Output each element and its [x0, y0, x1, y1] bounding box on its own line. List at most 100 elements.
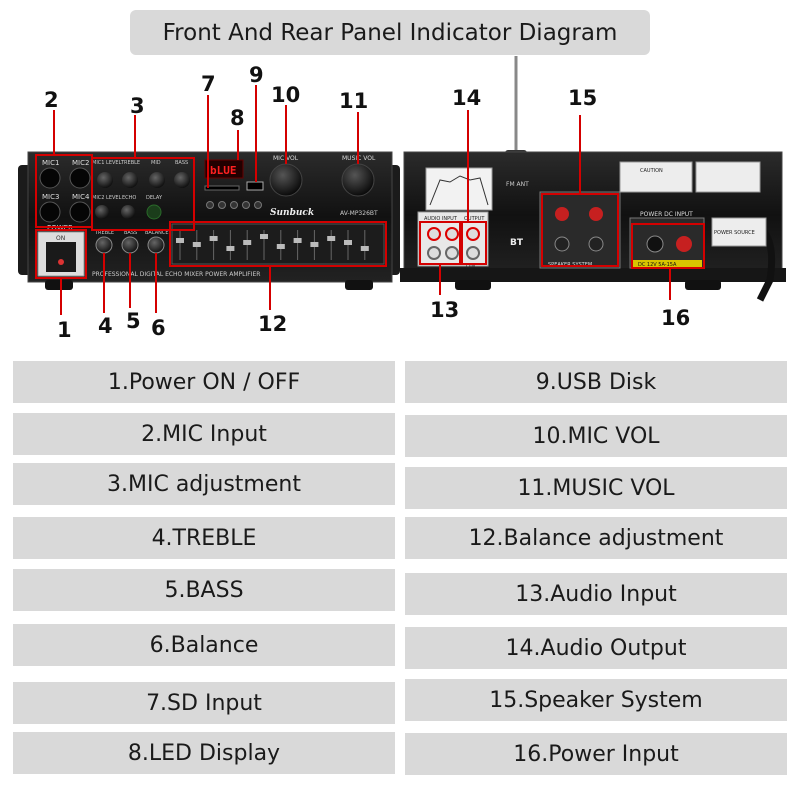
power-on-label: ON [56, 235, 65, 242]
audio-input-label: AUDIO INPUT [424, 216, 458, 222]
callout-number-6: 6 [151, 316, 166, 340]
eq-slider-knob [276, 244, 285, 249]
power-source-sticker [711, 217, 767, 247]
eq-slider-knob [243, 240, 252, 245]
tone-knobs: TREBLE BASS BALANCE [94, 230, 169, 254]
callout-box-3 [91, 157, 195, 231]
callout-number-1: 1 [57, 318, 72, 342]
output-label: OUTPUT [464, 216, 485, 222]
caution-sticker-2 [695, 161, 761, 193]
callout-number-7: 7 [201, 72, 216, 96]
mic1-label: MIC1 [42, 159, 59, 167]
caution-label: CAUTION [640, 168, 663, 174]
legend-item: 13.Audio Input [405, 573, 787, 615]
transport-buttons [206, 201, 262, 209]
legend-item: 10.MIC VOL [405, 415, 787, 457]
spec-graph-sticker [425, 167, 493, 211]
fm-ant-label: FM ANT [506, 181, 529, 188]
callout-number-4: 4 [98, 314, 113, 338]
legend-item: 4.TREBLE [13, 517, 395, 559]
front-foot [345, 280, 373, 290]
legend-item: 3.MIC adjustment [13, 463, 395, 505]
callout-number-8: 8 [230, 106, 245, 130]
eq-slider-knob [327, 236, 336, 241]
knob-label: ECHO [122, 195, 136, 201]
eq-slider-bank [171, 223, 385, 265]
callout-annotations [35, 85, 705, 315]
knob-label: MID [151, 160, 161, 166]
legend-item: 6.Balance [13, 624, 395, 666]
mic4-label: MIC4 [72, 193, 90, 201]
legend-item: 2.MIC Input [13, 413, 395, 455]
eq-slider-knob [192, 242, 201, 247]
audio-io-block: AUDIO INPUT OUTPUT LINE [417, 211, 489, 269]
legend-item: 12.Balance adjustment [405, 517, 787, 559]
eq-slider-knob [293, 238, 302, 243]
mic-adjust-knobs: MIC1 LEVEL TREBLE MID BASS [92, 160, 190, 188]
callout-number-14: 14 [452, 86, 482, 110]
dc-input-block: POWER DC INPUT DC 12V 5A-15A [629, 211, 705, 269]
usb-port [246, 181, 264, 191]
echo-knobs: MIC2 LEVEL ECHO DELAY [92, 195, 163, 220]
legend-item: 8.LED Display [13, 732, 395, 774]
legend-item: 16.Power Input [405, 733, 787, 775]
callout-number-16: 16 [661, 306, 691, 330]
eq-slider-knob [226, 246, 235, 251]
mic3-label: MIC3 [42, 193, 59, 201]
line-label: LINE [466, 263, 477, 269]
legend-item: 7.SD Input [13, 682, 395, 724]
dc-label-strip [632, 260, 702, 267]
callout-box-16 [631, 223, 705, 269]
legend-grid: 1.Power ON / OFF 2.MIC Input 3.MIC adjus… [0, 352, 800, 800]
callout-number-2: 2 [44, 88, 59, 112]
front-foot [45, 280, 73, 290]
led-display: bLUE [204, 159, 244, 179]
dc-label: DC 12V 5A-15A [638, 262, 677, 268]
knob-label: BASS [124, 230, 137, 236]
callout-number-10: 10 [271, 83, 301, 107]
power-dc-input-label: POWER DC INPUT [640, 211, 693, 218]
callout-number-12: 12 [258, 312, 288, 336]
eq-slider-knob [344, 240, 352, 245]
front-panel: MIC1 MIC2 MIC3 MIC4 POWER ON MIC1 LEVEL … [18, 151, 400, 290]
brand-name: Sunbuck [270, 208, 314, 218]
rear-bottom-edge [400, 268, 786, 282]
power-switch: POWER ON [37, 224, 85, 277]
callout-number-11: 11 [339, 89, 369, 113]
callout-box-12 [169, 221, 387, 267]
eq-slider-knob [360, 246, 369, 251]
model-name: AV-MP326BT [340, 210, 378, 217]
led-text: bLUE [210, 164, 237, 177]
mic2-label: MIC2 [72, 159, 89, 167]
eq-slider-knob [310, 242, 319, 247]
caution-sticker [619, 161, 693, 193]
eq-slider-knob [176, 238, 184, 243]
eq-slider-knob [260, 234, 268, 239]
callout-number-15: 15 [568, 86, 598, 110]
legend-item: 14.Audio Output [405, 627, 787, 669]
knob-label: TREBLE [120, 160, 140, 166]
diagram-title: Front And Rear Panel Indicator Diagram [130, 10, 650, 55]
knob-label: MIC2 LEVEL [92, 195, 122, 201]
callout-number-9: 9 [249, 63, 264, 87]
legend-item: 1.Power ON / OFF [13, 361, 395, 403]
mic-jacks: MIC1 MIC2 MIC3 MIC4 [39, 159, 91, 223]
legend-item: 5.BASS [13, 569, 395, 611]
callout-number-3: 3 [130, 94, 145, 118]
callout-box-14 [461, 221, 487, 265]
rear-foot [455, 280, 491, 290]
front-strip-text: PROFESSIONAL DIGITAL ECHO MIXER POWER AM… [92, 271, 260, 278]
knob-label: DELAY [146, 195, 163, 201]
knob-label: TREBLE [94, 230, 114, 236]
spec-graph-line [429, 175, 489, 206]
product-photo: MIC1 MIC2 MIC3 MIC4 POWER ON MIC1 LEVEL … [18, 56, 786, 315]
rear-bt-label: BT [510, 238, 524, 248]
legend-item: 11.MUSIC VOL [405, 467, 787, 509]
knob-label: MIC1 LEVEL [92, 160, 122, 166]
knob-label: BASS [175, 160, 188, 166]
callout-number-5: 5 [126, 309, 141, 333]
callout-number-13: 13 [430, 298, 460, 322]
knob-label: BALANCE [145, 230, 169, 236]
legend-item: 15.Speaker System [405, 679, 787, 721]
sd-slot [204, 185, 240, 191]
